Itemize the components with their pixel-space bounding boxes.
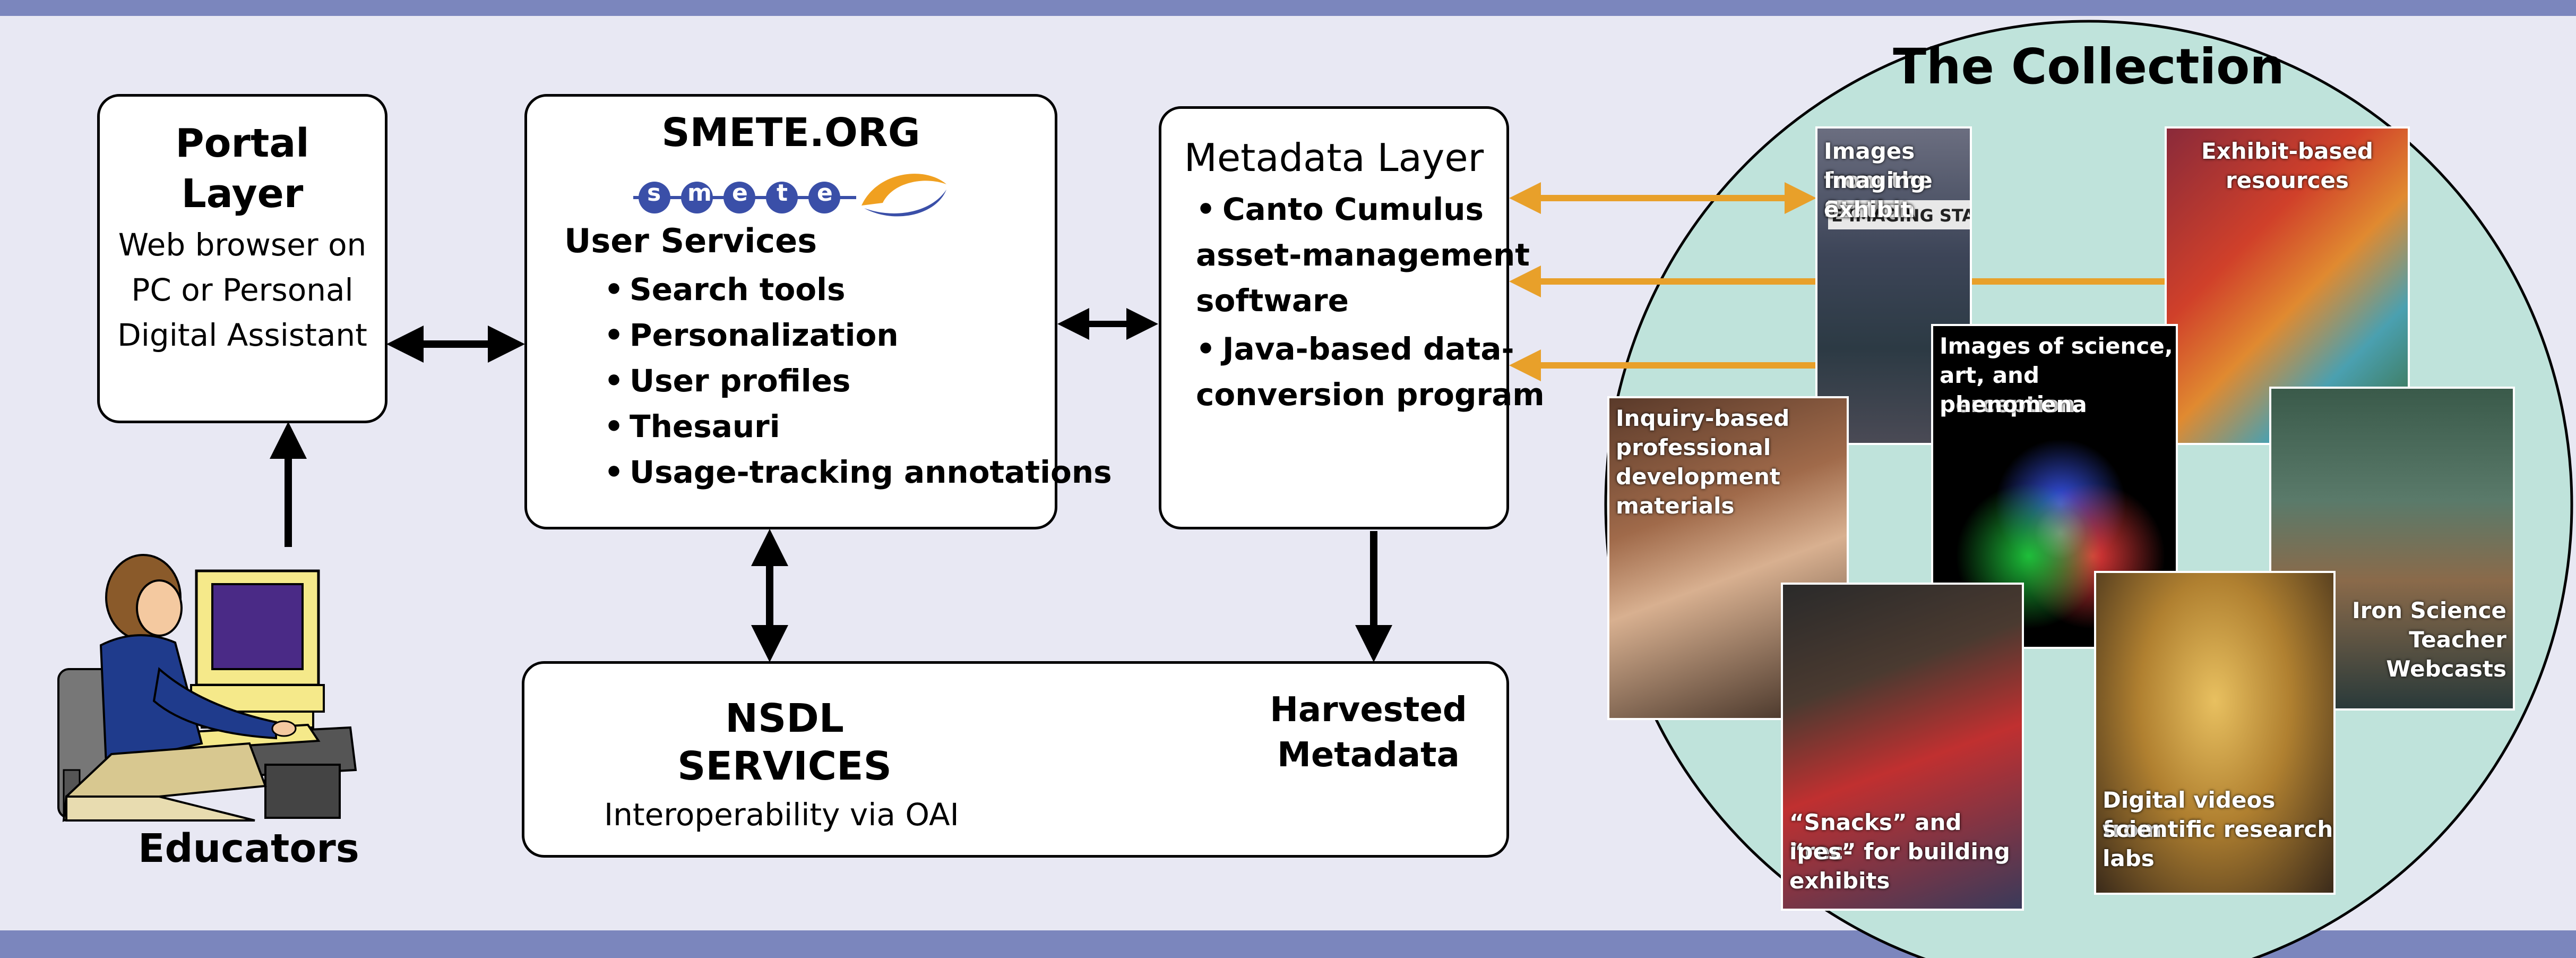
caption-line-2: professional (1616, 434, 1771, 460)
bullet-icon: • (1196, 191, 1216, 227)
portal-desc-line-1: Web browser on (118, 227, 367, 263)
caption-line-1: Iron Science (2351, 597, 2506, 623)
logo-letter-1: s (647, 179, 661, 207)
nsdl-title-line-1: NSDL (725, 696, 844, 741)
metadata-layer-box: Metadata Layer • Canto Cumulus asset-man… (1159, 106, 1545, 529)
logo-letter-3: e (732, 179, 748, 207)
caption-line-3: labs (2103, 845, 2155, 871)
caption-line-1: Digital videos from (2103, 787, 2276, 842)
smete-logo: s m e t e (628, 166, 952, 224)
service-item: User profiles (604, 358, 1112, 404)
metadata-title: Metadata Layer (1184, 135, 1484, 180)
service-item: Search tools (604, 267, 1112, 312)
service-item: Personalization (604, 312, 1112, 358)
photo-iron-science: Iron Science Teacher Webcasts (2269, 387, 2515, 711)
caption-line-2: art, and perception (1940, 362, 2075, 417)
caption-line-3: phenomena (1940, 391, 2087, 417)
harvested-line-1: Harvested (1270, 690, 1467, 730)
caption-line-4: materials (1616, 493, 1735, 519)
metadata-item-2-line-2: conversion program (1196, 377, 1545, 413)
metadata-item-1-line-1: Canto Cumulus (1222, 191, 1484, 227)
caption-line-1: Inquiry-based (1616, 405, 1790, 431)
smete-logo-graphic (633, 174, 946, 217)
photo-imaging-station: E IMAGING STATION Images from the Imagin… (1815, 126, 1972, 445)
imaging-station-sign (1828, 200, 1970, 229)
caption-line-2: Teacher (2409, 627, 2506, 653)
service-item: Usage-tracking annotations (604, 449, 1112, 495)
caption-line-3: exhibit (1824, 196, 1911, 223)
top-band (0, 0, 2576, 16)
caption-line-3: exhibits (1789, 868, 1890, 894)
portal-desc-line-3: Digital Assistant (117, 317, 367, 353)
caption-line-2: scientific research (2103, 816, 2333, 842)
metadata-item-2-line-1: Java-based data- (1222, 331, 1514, 367)
collection-title: The Collection (1893, 38, 2285, 95)
caption-line-3: development (1616, 464, 1780, 490)
caption-line-1: Exhibit-based (2201, 138, 2373, 164)
service-item: Thesauri (604, 404, 1112, 449)
metadata-item-1-line-2: asset-management (1196, 237, 1530, 273)
photo-digital-videos: Digital videos from scientific research … (2094, 571, 2336, 895)
portal-title-line-1: Portal (175, 121, 309, 166)
harvested-line-2: Metadata (1277, 735, 1460, 775)
bullet-icon: • (1196, 331, 1216, 367)
photo-exhibit-resources: Exhibit-based resources (2165, 126, 2410, 445)
portal-title-line-2: Layer (181, 171, 304, 217)
portal-desc-line-2: PC or Personal (131, 272, 354, 308)
educators-label: Educators (138, 826, 359, 871)
user-services-label: User Services (564, 221, 817, 260)
portal-layer-box: Portal Layer Web browser on PC or Person… (97, 94, 387, 423)
caption-line-2: resources (2225, 167, 2349, 193)
caption-line-1: “Snacks” and “rec- (1789, 809, 1962, 865)
smete-title: SMETE.ORG (661, 110, 920, 156)
nsdl-services-box: NSDL SERVICES Interoperability via OAI H… (522, 661, 1509, 858)
nsdl-title-line-2: SERVICES (677, 743, 892, 789)
caption-line-1: Images from the (1824, 138, 1933, 193)
caption-line-2: Imaging Station (1824, 167, 1926, 223)
nsdl-subtitle: Interoperability via OAI (604, 797, 959, 833)
logo-letter-2: m (687, 179, 712, 207)
user-services-list: Search tools Personalization User profil… (604, 267, 1112, 495)
smete-box: SMETE.ORG s m e t e User Services Search… (524, 94, 1112, 529)
imaging-station-sign-text: E IMAGING STATION (1831, 206, 1972, 226)
logo-letter-5: e (817, 179, 833, 207)
photo-snacks-recipes: “Snacks” and “rec- ipes” for building ex… (1781, 583, 2024, 911)
caption-line-3: Webcasts (2386, 656, 2506, 682)
caption-line-1: Images of science, (1940, 333, 2173, 359)
logo-letter-4: t (777, 179, 788, 207)
caption-line-2: ipes” for building (1789, 839, 2010, 865)
metadata-item-1-line-3: software (1196, 283, 1349, 319)
